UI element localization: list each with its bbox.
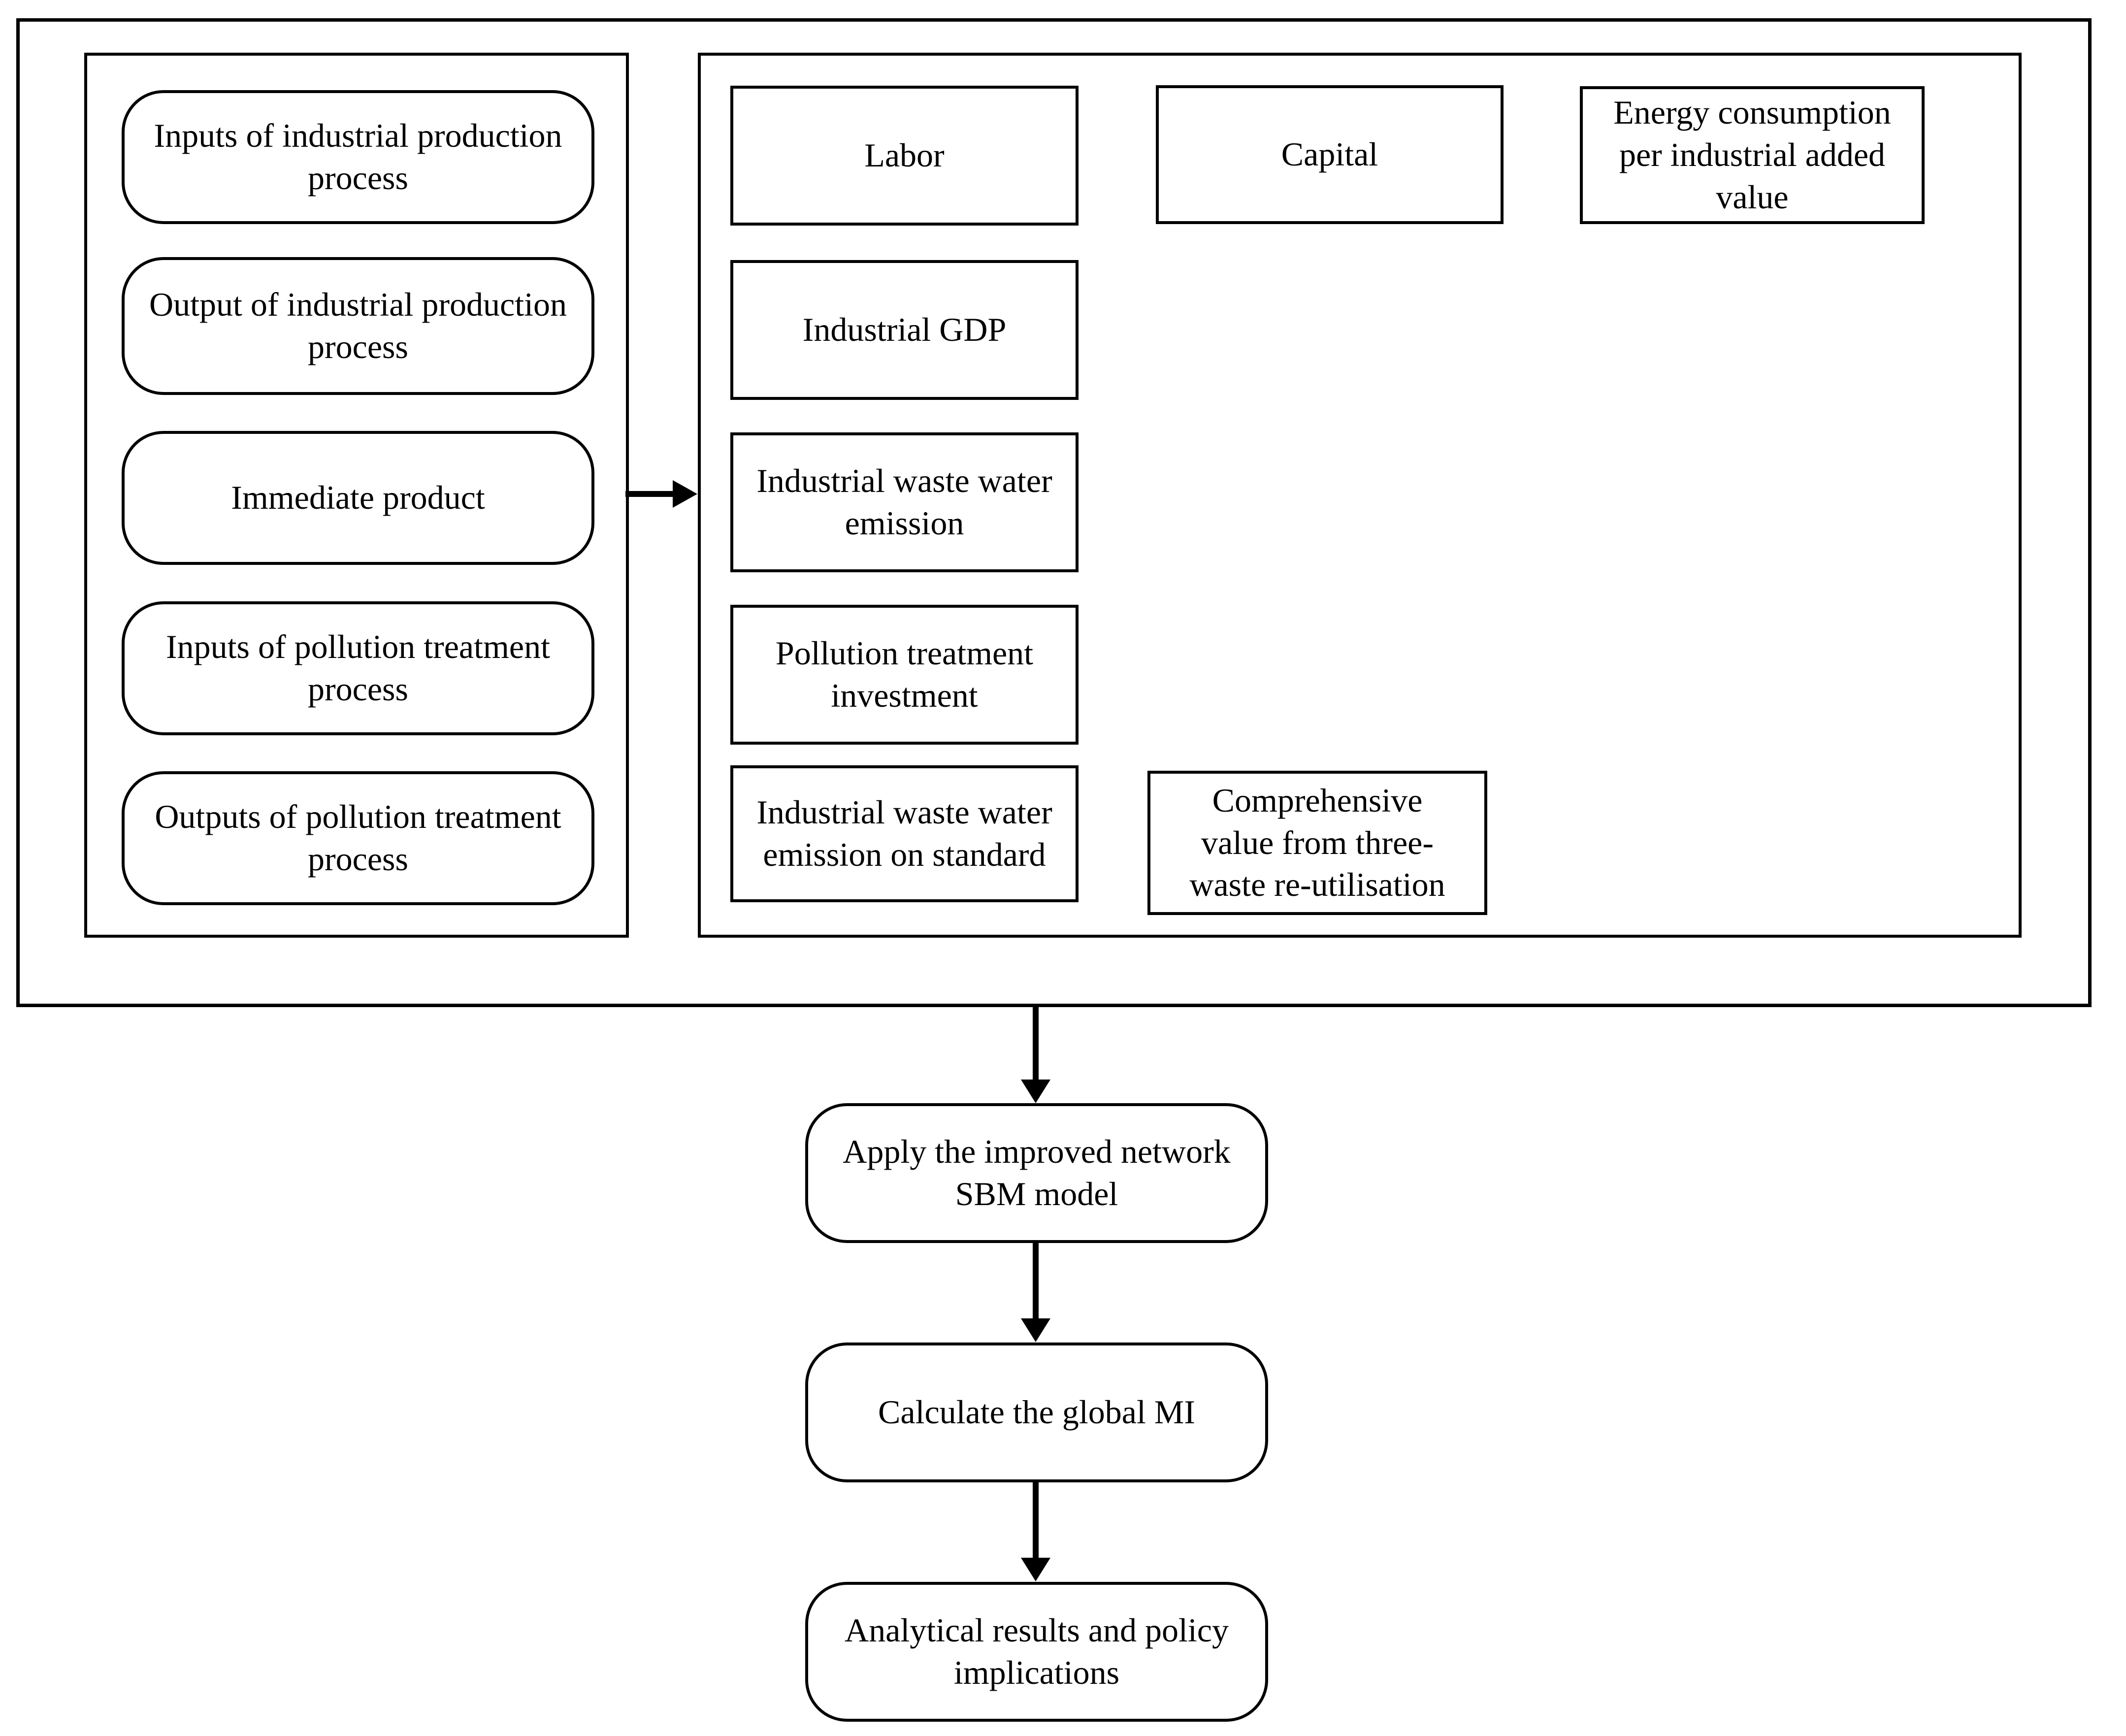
arrow-calculate-to-results-shaft: [1033, 1482, 1039, 1558]
indicator-box-comprehensive-value: Comprehensive value from three- waste re…: [1147, 771, 1487, 915]
stage-box-outputs-pollution-treatment: Outputs of pollution treatment process: [122, 771, 594, 905]
flow-step-apply-network-sbm-model: Apply the improved network SBM model: [805, 1103, 1268, 1243]
arrow-frame-to-apply-head: [1021, 1080, 1050, 1103]
stage-box-inputs-industrial-production: Inputs of industrial production process: [122, 90, 594, 224]
arrow-frame-to-apply-shaft: [1033, 1006, 1039, 1080]
stage-box-output-industrial-production: Output of industrial production process: [122, 257, 594, 395]
arrow-stage-to-indicators-shaft: [625, 491, 675, 497]
indicator-box-pollution-treatment-investment: Pollution treatment investment: [730, 605, 1079, 745]
arrow-stage-to-indicators-head: [673, 480, 697, 508]
arrow-apply-to-calculate-shaft: [1033, 1243, 1039, 1318]
indicator-box-capital: Capital: [1156, 85, 1504, 224]
indicator-box-labor: Labor: [730, 86, 1079, 226]
flow-step-analytical-results-policy: Analytical results and policy implicatio…: [805, 1582, 1268, 1722]
arrow-calculate-to-results-head: [1021, 1558, 1050, 1581]
stage-box-immediate-product: Immediate product: [122, 431, 594, 565]
flow-step-calculate-global-mi: Calculate the global MI: [805, 1343, 1268, 1482]
indicator-box-waste-water-emission: Industrial waste water emission: [730, 432, 1079, 572]
indicator-box-energy-consumption: Energy consumption per industrial added …: [1580, 86, 1925, 224]
indicator-box-waste-water-emission-standard: Industrial waste water emission on stand…: [730, 765, 1079, 902]
stage-box-inputs-pollution-treatment: Inputs of pollution treatment process: [122, 601, 594, 735]
arrow-apply-to-calculate-head: [1021, 1318, 1050, 1342]
indicator-box-industrial-gdp: Industrial GDP: [730, 260, 1079, 400]
